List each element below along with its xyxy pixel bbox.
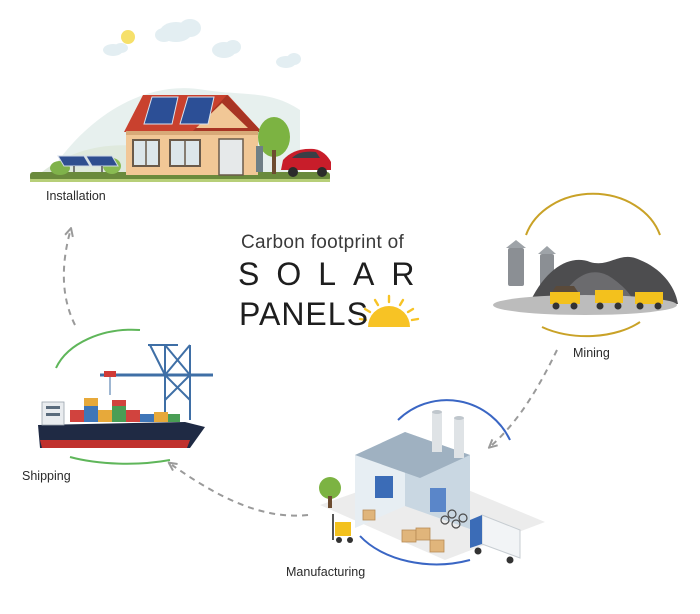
house-icon — [124, 95, 262, 176]
shipping-illustration — [38, 328, 213, 465]
mining-truck-icon — [550, 286, 663, 310]
arrow-mining-to-manufacturing — [492, 349, 558, 445]
solar-panel-icon — [57, 155, 119, 172]
arrow-manufacturing-to-shipping — [172, 465, 309, 517]
installation-illustration — [30, 19, 331, 182]
title-line-3: PANELS — [239, 296, 369, 332]
title-line-1: Carbon footprint of — [241, 232, 405, 253]
ship-icon — [38, 401, 205, 448]
manufacturing-illustration — [319, 399, 545, 566]
title-line-2: SOLAR — [238, 256, 432, 292]
forklift-icon — [332, 514, 353, 543]
cloud-icon — [103, 19, 301, 68]
sun-icon — [121, 30, 135, 44]
sun-icon — [358, 294, 420, 327]
flow-arrows — [62, 232, 558, 517]
mining-illustration — [493, 192, 678, 338]
containers — [70, 398, 180, 422]
factory-icon — [355, 410, 470, 529]
label-mining: Mining — [573, 346, 610, 360]
label-manufacturing: Manufacturing — [286, 565, 366, 579]
car-icon — [281, 148, 331, 177]
label-installation: Installation — [46, 189, 106, 203]
arrow-shipping-to-installation — [62, 232, 76, 326]
label-shipping: Shipping — [22, 469, 71, 483]
van-icon — [470, 514, 521, 564]
crane-icon — [100, 344, 213, 420]
